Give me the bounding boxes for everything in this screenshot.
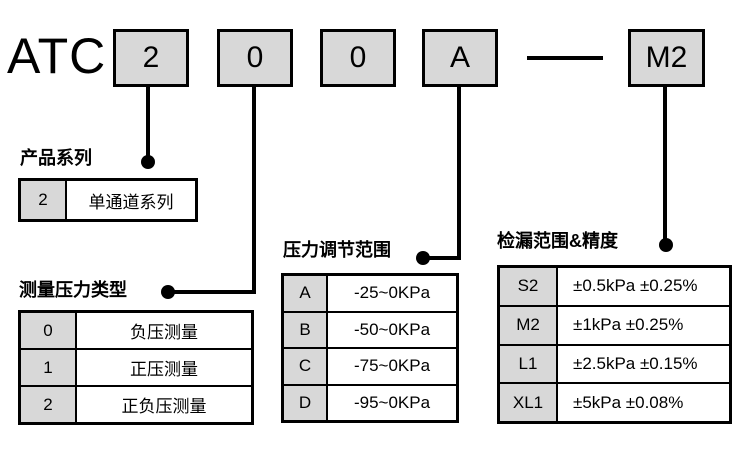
row-code: 2 (21, 387, 77, 422)
row-code: 0 (21, 313, 77, 348)
row-code: XL1 (500, 384, 558, 421)
row-code: L1 (500, 345, 558, 383)
connector-dot-pressure-type (161, 285, 175, 299)
product-series-table: 2 单通道系列 (18, 178, 198, 222)
row-desc: ±1kPa ±0.25% (573, 315, 684, 335)
row-code: M2 (500, 306, 558, 344)
connector-dot-series (141, 155, 155, 169)
section-title-pressure-type: 测量压力类型 (19, 280, 127, 300)
row-desc: -25~0KPa (353, 283, 431, 303)
row-code: 2 (21, 181, 67, 219)
brand-prefix: ATC (7, 28, 107, 84)
table-row: 2 单通道系列 (21, 181, 195, 219)
row-code: D (284, 385, 328, 420)
connector-line-adjust-range-horizontal (421, 256, 461, 260)
table-row: B -50~0KPa (284, 310, 456, 347)
row-code: 1 (21, 350, 77, 385)
separator-dash (527, 56, 603, 60)
row-desc: -50~0KPa (353, 319, 431, 339)
pressure-type-table: 0 负压测量 1 正压测量 2 正负压测量 (18, 310, 254, 425)
table-row: A -25~0KPa (284, 276, 456, 311)
row-code: A (284, 276, 328, 311)
adjust-range-table: A -25~0KPa B -50~0KPa C -75~0KPa D -95~0… (281, 273, 459, 423)
connector-dot-adjust-range (416, 251, 430, 265)
code-box-adjust-range: A (422, 29, 498, 87)
row-desc: ±0.5kPa ±0.25% (573, 276, 698, 296)
connector-dot-accuracy (659, 238, 673, 252)
table-row: L1 ±2.5kPa ±0.15% (500, 343, 729, 383)
table-row: C -75~0KPa (284, 347, 456, 384)
row-desc: 负压测量 (130, 323, 198, 342)
table-row: 2 正负压测量 (21, 385, 251, 422)
row-code: C (284, 349, 328, 384)
section-title-accuracy: 检漏范围&精度 (497, 231, 618, 251)
table-row: S2 ±0.5kPa ±0.25% (500, 268, 729, 305)
connector-line-series (146, 85, 150, 162)
code-box-reserved: 0 (320, 29, 396, 87)
row-code: S2 (500, 268, 558, 305)
connector-line-adjust-range-vertical (457, 85, 461, 260)
connector-line-pressure-type-horizontal (166, 290, 256, 294)
row-desc: ±2.5kPa ±0.15% (573, 353, 698, 373)
row-desc: 正压测量 (130, 360, 198, 379)
code-box-series: 2 (113, 29, 189, 87)
row-desc: 单通道系列 (88, 192, 174, 212)
row-desc: 正负压测量 (121, 397, 207, 416)
table-row: M2 ±1kPa ±0.25% (500, 304, 729, 344)
row-desc: -75~0KPa (353, 356, 431, 376)
row-desc: ±5kPa ±0.08% (573, 392, 684, 412)
table-row: D -95~0KPa (284, 383, 456, 420)
table-row: 1 正压测量 (21, 348, 251, 385)
connector-line-pressure-type-vertical (252, 85, 256, 294)
table-row: XL1 ±5kPa ±0.08% (500, 382, 729, 421)
code-box-pressure-type: 0 (217, 29, 293, 87)
accuracy-table: S2 ±0.5kPa ±0.25% M2 ±1kPa ±0.25% L1 ±2.… (497, 265, 732, 424)
section-title-product-series: 产品系列 (20, 148, 92, 168)
connector-line-accuracy (663, 85, 667, 245)
row-code: B (284, 312, 328, 347)
row-desc: -95~0KPa (353, 392, 431, 412)
code-box-accuracy: M2 (628, 29, 705, 87)
section-title-adjust-range: 压力调节范围 (283, 240, 391, 260)
table-row: 0 负压测量 (21, 313, 251, 348)
